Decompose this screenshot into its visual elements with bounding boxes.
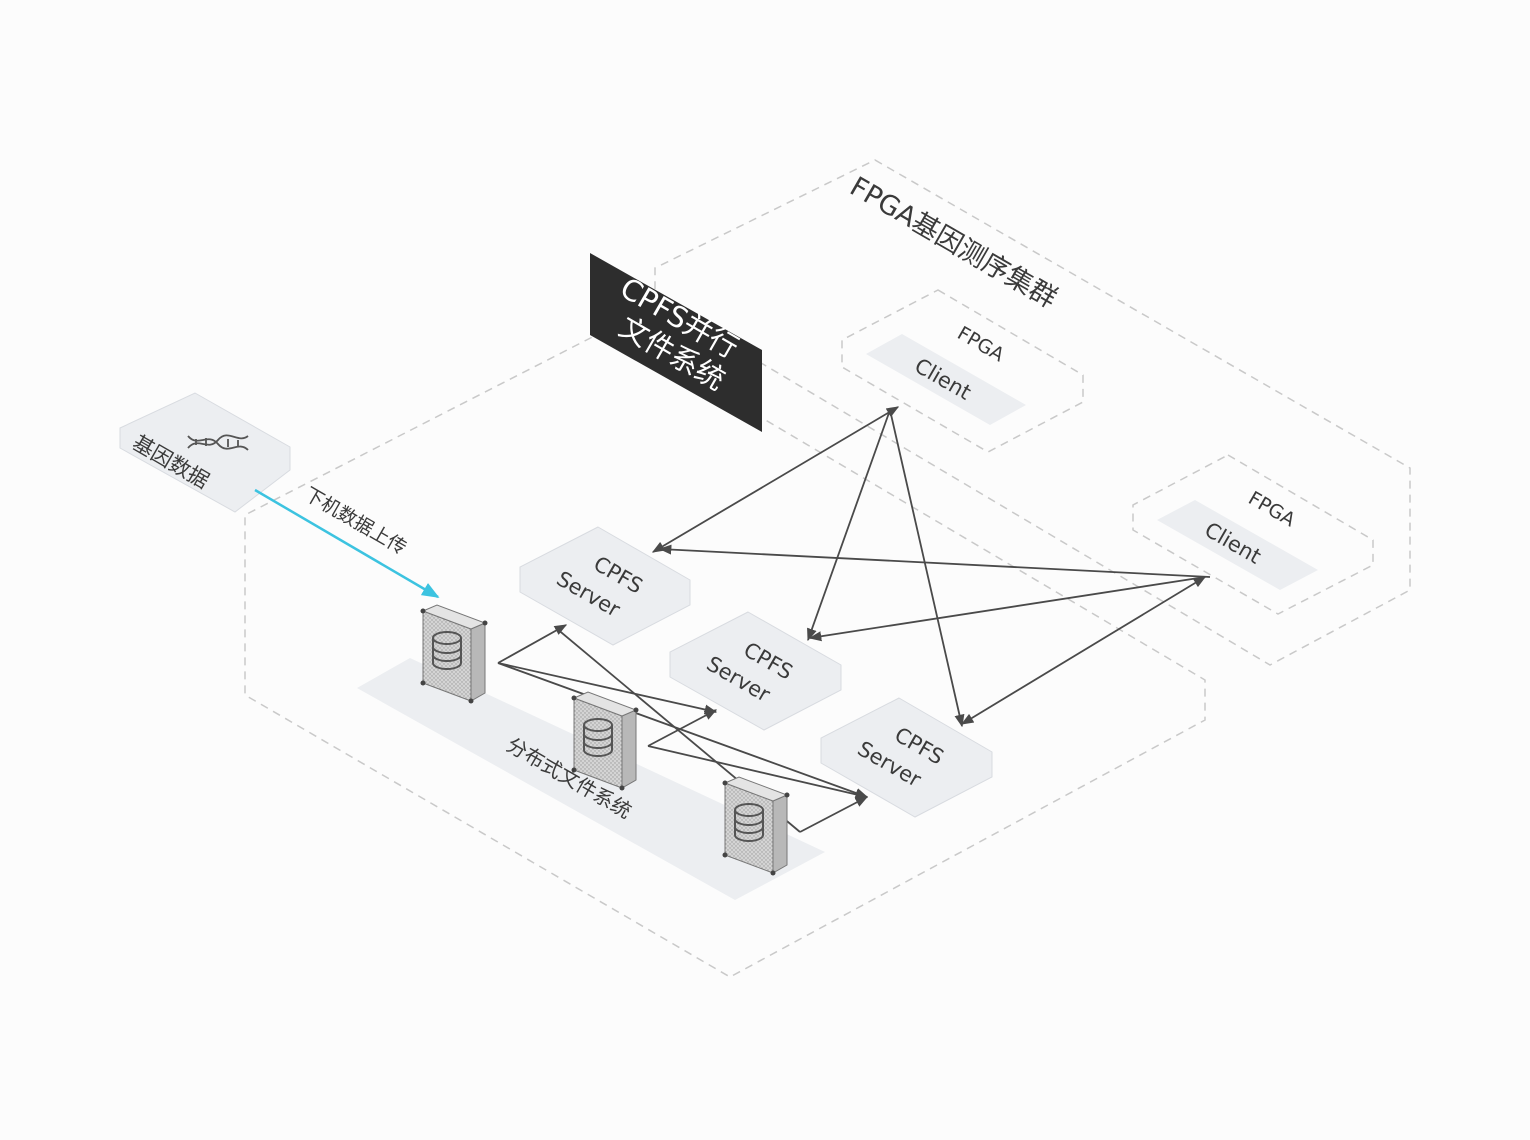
fpga-client-tile-1[interactable] (866, 334, 1026, 425)
dfs-floor (357, 658, 825, 900)
link-st1-s1 (497, 624, 568, 664)
fpga-client-tile-2[interactable] (1157, 500, 1318, 590)
fpga-client-1-line1: FPGA (954, 322, 1008, 366)
link-c2-s1 (658, 544, 1211, 578)
cpfs-server-tile-2[interactable] (669, 611, 842, 731)
fpga-client-region-1 (841, 289, 1084, 453)
link-st2-s2 (647, 709, 718, 747)
storage-node-3[interactable] (722, 776, 790, 876)
cpfs-server-tile-1[interactable] (519, 526, 691, 646)
cpfs-server-tile-3[interactable] (820, 697, 993, 818)
cpfs-badge (590, 253, 762, 432)
link-st3-s3 (799, 796, 869, 833)
database-server-icon (432, 631, 462, 670)
fpga-client-2-line1: FPGA (1245, 487, 1299, 531)
database-server-icon (734, 803, 764, 842)
link-c1-s1 (651, 406, 900, 553)
storage-node-1[interactable] (420, 604, 488, 704)
link-c2-s3 (960, 576, 1207, 725)
link-c1-s2 (807, 409, 891, 642)
gene-data-tile[interactable] (119, 392, 291, 513)
fpga-cluster-region (654, 159, 1411, 666)
link-c1-s3 (889, 409, 965, 728)
upload-arrow (254, 488, 440, 599)
cluster-title: FPGA基因测序集群 (845, 171, 1062, 314)
link-st1-s3 (497, 662, 869, 798)
client-server-links (651, 406, 1211, 728)
link-st1-s2 (497, 662, 718, 715)
database-server-icon (583, 718, 613, 757)
storage-node-2[interactable] (571, 691, 639, 791)
fpga-client-region-2 (1132, 454, 1374, 615)
dna-icon (187, 434, 249, 451)
link-st2-s3 (647, 745, 869, 800)
link-c2-s2 (808, 576, 1206, 642)
